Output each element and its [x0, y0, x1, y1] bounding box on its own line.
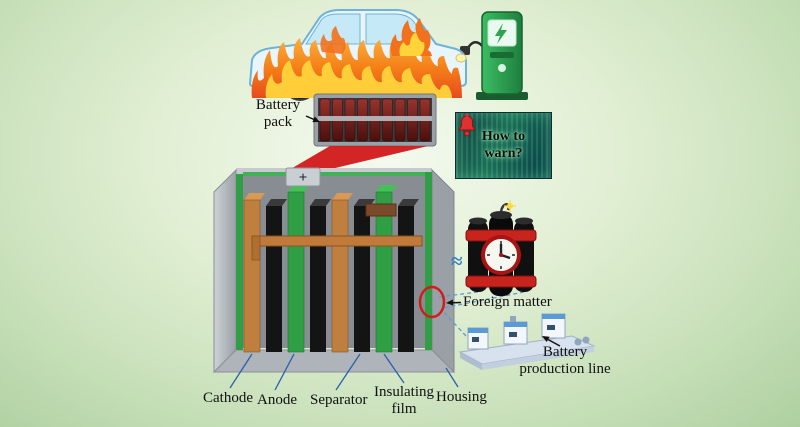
cell-floor — [212, 349, 456, 373]
production-line-arrow — [542, 336, 561, 347]
how-to-warn-label: How to warn? — [481, 128, 526, 161]
headlight-icon — [455, 53, 467, 63]
battery-pack — [313, 93, 437, 147]
copper-busbar — [251, 235, 423, 261]
foreign-matter-arrow — [446, 299, 462, 306]
plus-terminal-label: + — [299, 170, 308, 186]
housing-label: Housing — [436, 389, 487, 405]
lightning-icon — [495, 23, 507, 44]
approx-symbol: ≈ — [451, 249, 463, 273]
insulating-film-label: Insulating film — [374, 384, 434, 417]
insulating-film-lining — [425, 172, 432, 350]
battery-pack-arrow — [305, 115, 320, 123]
anode-label: Anode — [257, 392, 297, 408]
magnification-lines — [437, 291, 525, 337]
insulating-film-lining — [236, 174, 243, 350]
foreign-matter-marker — [418, 285, 446, 319]
battery-cell-cutaway: + — [212, 167, 456, 374]
production-machine — [467, 327, 489, 350]
charging-station — [460, 11, 528, 100]
cell-left-wall — [213, 168, 237, 374]
production-line — [458, 313, 596, 370]
production-machine — [541, 313, 566, 339]
fire-flames — [251, 18, 462, 98]
fuse-spark-icon — [504, 200, 516, 212]
cathode-label: Cathode — [203, 390, 253, 406]
battery-pack-label: Battery pack — [255, 97, 301, 130]
alarm-bell-icon — [458, 114, 476, 137]
separator-label: Separator — [310, 392, 368, 408]
clock-icon — [481, 235, 521, 275]
how-to-warn-panel: How to warn? — [455, 112, 552, 179]
production-machine — [503, 316, 528, 345]
leader-lines — [229, 353, 459, 391]
foreign-matter-label: Foreign matter — [463, 294, 552, 310]
car-window — [305, 13, 361, 45]
clamp-block — [365, 203, 397, 217]
time-bomb-icon — [465, 200, 537, 296]
magnifier-funnel — [282, 146, 428, 174]
production-line-label: Battery production line — [519, 344, 611, 377]
positive-terminal: + — [285, 167, 321, 187]
